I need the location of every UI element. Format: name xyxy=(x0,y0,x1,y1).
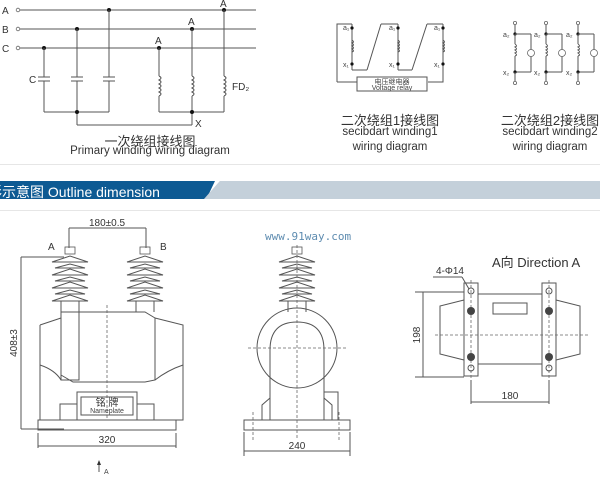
phase-label-b: B xyxy=(2,25,9,36)
banner-title: 形示意图 Outline dimension xyxy=(0,184,160,200)
primary-caption-en: Primary winding wiring diagram xyxy=(70,145,230,157)
a1-label: a₁ xyxy=(434,25,441,32)
primary-winding-diagram: A B C C A A A xyxy=(2,0,256,130)
insulator-icon xyxy=(51,246,89,312)
voltage-relay-box xyxy=(356,76,428,92)
coil-icon xyxy=(441,39,445,53)
arrester-label: FD₂ xyxy=(232,82,249,93)
capacitor-icon xyxy=(38,10,192,126)
nameplate-label-en: Nameplate xyxy=(90,408,124,415)
x2-label: x₂ xyxy=(503,70,510,77)
terminal-label-3: A xyxy=(220,0,227,10)
bolt-hole-icon xyxy=(467,287,553,372)
x2-label: x₂ xyxy=(566,70,573,77)
dim-408: 408±3 xyxy=(9,329,20,357)
x1-label: x₁ xyxy=(343,62,350,69)
a1-label: a₁ xyxy=(343,25,350,32)
divider xyxy=(0,210,600,211)
watermark: www.91way.com xyxy=(265,230,352,243)
dim-320: 320 xyxy=(99,435,116,446)
dim-180: 180±0.5 xyxy=(89,218,126,229)
secondary1-caption-en1: secibdart winding1 xyxy=(342,126,438,138)
x1-label: x₁ xyxy=(434,62,441,69)
meter-icon xyxy=(527,49,535,57)
secondary2-caption-en2: wiring diagram xyxy=(512,141,588,153)
secondary1-caption-en2: wiring diagram xyxy=(352,141,428,153)
dim-240: 240 xyxy=(289,441,306,452)
coil-icon xyxy=(157,10,227,125)
a2-label: a₂ xyxy=(503,32,510,39)
relay-label-cn: 电压继电器 xyxy=(375,77,410,86)
x2-label: x₂ xyxy=(534,70,541,77)
x1-label: x₁ xyxy=(389,62,396,69)
phase-label-a: A xyxy=(2,6,9,17)
top-view: 4-Φ14 198 180 xyxy=(412,266,590,404)
terminal-b-label: B xyxy=(160,242,167,253)
coil-icon xyxy=(396,39,400,53)
direction-a-marker: A xyxy=(104,469,109,476)
front-view: 铭 牌 Nameplate 180±0.5 A B 408±3 320 A xyxy=(9,218,184,476)
hole-label: 4-Φ14 xyxy=(436,266,464,277)
terminal-label-1: A xyxy=(155,36,162,47)
direction-a-title: A向 Direction A xyxy=(492,255,581,270)
terminal-a-label: A xyxy=(48,242,55,253)
a1-label: a₁ xyxy=(389,25,396,32)
relay-label-en: Voltage relay xyxy=(372,85,413,92)
nameplate-label-cn: 铭 牌 xyxy=(96,396,119,409)
secondary2-caption-cn: 二次绕组2接线图 xyxy=(500,113,600,128)
phase-label-c: C xyxy=(2,44,9,55)
dim-198: 198 xyxy=(412,326,423,343)
banner-stripe xyxy=(204,181,600,199)
neutral-label: X xyxy=(195,119,202,130)
terminal-label-2: A xyxy=(188,17,195,28)
secondary1-caption-cn: 二次绕组1接线图 xyxy=(340,113,440,128)
secondary2-caption-en1: secibdart winding2 xyxy=(502,126,598,138)
winding-unit xyxy=(513,20,535,86)
wiring-diagrams: A B C C A A A xyxy=(2,0,598,130)
a2-label: a₂ xyxy=(534,32,541,39)
coil-icon xyxy=(350,39,354,53)
primary-caption-cn: 一次绕组接线图 xyxy=(104,134,196,149)
secondary-winding1-diagram: a₁ a₁ a₁ x₁ x₁ x₁ 电压继电器 Voltage relay xyxy=(336,23,445,92)
section-banner: 形示意图 Outline dimension xyxy=(0,181,600,199)
side-view: 240 xyxy=(243,245,351,456)
banner-title-block: 形示意图 Outline dimension xyxy=(0,181,215,199)
secondary-winding2-diagram: a₂ a₂ a₂ x₂ x₂ x₂ xyxy=(503,20,598,86)
divider xyxy=(0,164,600,165)
capacitor-label: C xyxy=(29,75,36,86)
dim-180-top: 180 xyxy=(502,391,519,402)
a2-label: a₂ xyxy=(566,32,573,39)
